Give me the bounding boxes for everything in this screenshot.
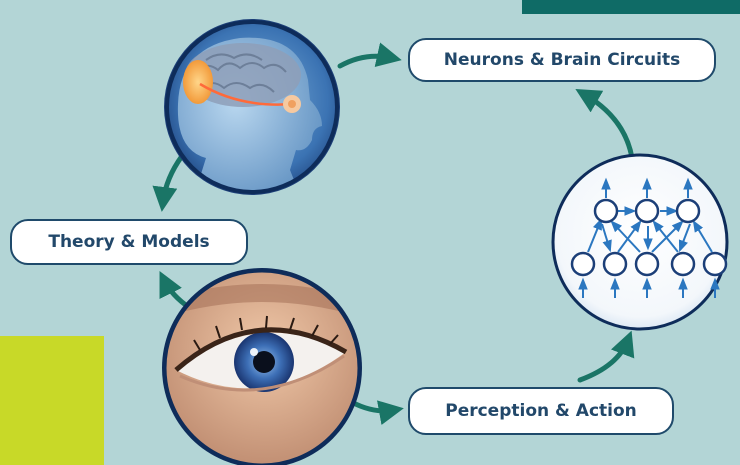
arrow-brain-to-theory [152,153,185,212]
node-perception-action: Perception & Action [408,387,674,435]
arrow-brain-to-neurons [337,42,402,69]
arrow-network-to-neurons [575,88,635,161]
neural-network-image [551,153,729,331]
node-neurons-brain-circuits: Neurons & Brain Circuits [408,38,716,82]
lime-accent-block [0,336,104,465]
arrow-perception-to-network [577,330,635,383]
node-theory-models: Theory & Models [10,219,248,265]
brain-head-image [164,19,340,195]
eye-image [162,268,362,465]
teal-accent-bar [522,0,740,14]
